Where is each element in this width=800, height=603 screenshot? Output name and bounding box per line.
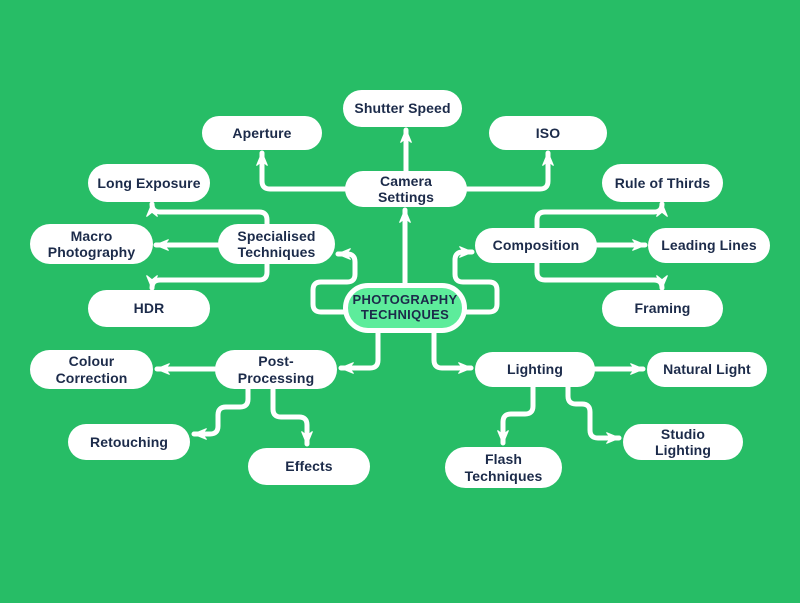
node-label: Retouching (90, 433, 168, 450)
node-macro-photography: Macro Photography (30, 224, 153, 264)
connector-specialised-hdr (146, 261, 270, 291)
node-label: Specialised Techniques (237, 227, 316, 260)
node-label: ISO (535, 124, 561, 141)
node-label: Effects (285, 458, 333, 475)
connector-composition-rule-of-thirds (534, 201, 668, 230)
node-label: Flash Techniques (464, 451, 543, 484)
node-label: Studio Lighting (654, 425, 711, 458)
connector-center-composition (452, 246, 500, 315)
node-natural-light: Natural Light (647, 352, 767, 387)
node-studio-lighting: Studio Lighting (623, 424, 743, 460)
connector-lighting-flash-techniques (497, 384, 536, 446)
node-hdr: HDR (88, 290, 210, 327)
connector-camera-settings-iso (464, 150, 554, 192)
node-post-processing: Post-Processing (215, 350, 337, 389)
node-label: Leading Lines (661, 237, 757, 254)
node-label: Shutter Speed (354, 100, 451, 117)
node-composition: Composition (475, 228, 597, 263)
node-effects: Effects (248, 448, 370, 485)
connector-lighting-studio-lighting (565, 384, 622, 444)
connector-specialised-long-exposure (146, 201, 270, 228)
node-camera-settings: Camera Settings (345, 171, 467, 207)
node-label: Camera Settings (377, 172, 435, 205)
node-label: Colour Correction (55, 353, 128, 386)
node-label: Post-Processing (237, 353, 315, 386)
node-framing: Framing (602, 290, 723, 327)
connector-center-lighting (431, 330, 474, 374)
node-specialised-techniques: Specialised Techniques (218, 224, 335, 264)
node-rule-of-thirds: Rule of Thirds (602, 164, 723, 202)
node-label: Macro Photography (47, 227, 136, 260)
node-label: Framing (634, 300, 691, 317)
node-iso: ISO (489, 116, 607, 150)
node-photography-techniques: PHOTOGRAPHY TECHNIQUES (343, 283, 467, 333)
node-label: Composition (492, 237, 580, 254)
node-leading-lines: Leading Lines (648, 228, 770, 263)
node-retouching: Retouching (68, 424, 190, 460)
connector-center-specialised-techniques (310, 248, 358, 315)
node-shutter-speed: Shutter Speed (343, 90, 462, 127)
node-colour-correction: Colour Correction (30, 350, 153, 389)
node-label: Lighting (506, 361, 563, 378)
node-label: PHOTOGRAPHY TECHNIQUES (352, 292, 458, 322)
connector-post-processing-retouching (191, 386, 251, 440)
node-label: Aperture (232, 124, 292, 141)
node-flash-techniques: Flash Techniques (445, 447, 562, 488)
node-lighting: Lighting (475, 352, 595, 387)
node-label: Long Exposure (97, 174, 201, 191)
connector-composition-framing (534, 260, 668, 291)
node-label: HDR (133, 300, 165, 317)
connector-center-post-processing (338, 330, 381, 374)
connector-post-processing-effects (270, 386, 313, 447)
node-label: Rule of Thirds (614, 174, 711, 191)
node-label: Natural Light (663, 361, 751, 378)
node-long-exposure: Long Exposure (88, 164, 210, 202)
connector-camera-settings-aperture (256, 150, 348, 192)
node-aperture: Aperture (202, 116, 322, 150)
